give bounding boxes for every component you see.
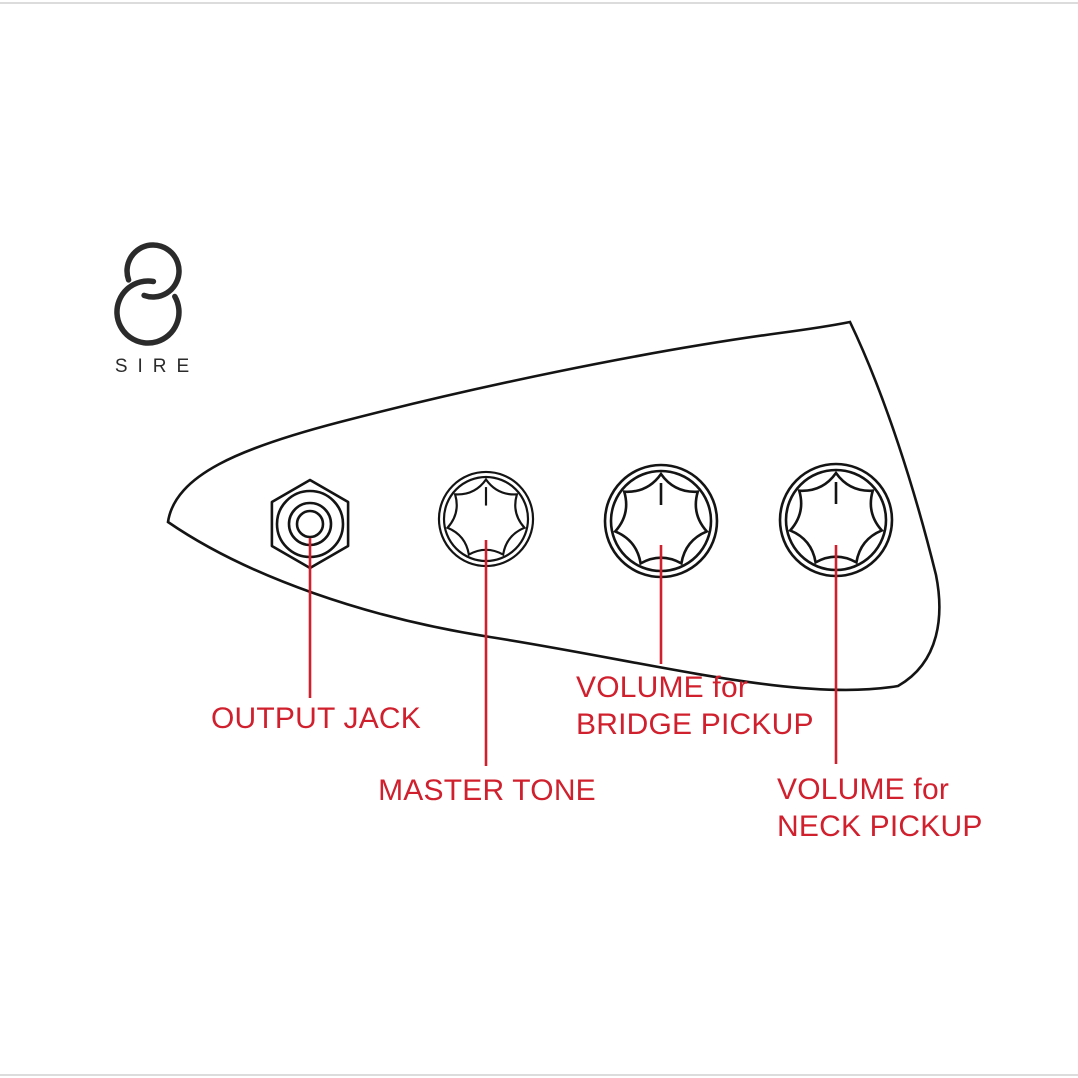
label-bridge-volume-line1: VOLUME for [576,671,748,704]
leader-lines [308,538,838,766]
diagram-linework [166,320,941,692]
sire-logo-mark [114,242,182,346]
control-plate-outline [166,320,941,692]
label-master-tone: MASTER TONE [378,774,596,807]
logo-top-loop [124,242,182,300]
label-output-jack: OUTPUT JACK [211,702,421,735]
label-bridge-volume-line2: BRIDGE PICKUP [576,708,814,741]
sire-logo: SIRE [114,242,199,377]
logo-bottom-loop [114,278,182,346]
label-neck-volume-line1: VOLUME for [777,773,949,806]
callout-labels: OUTPUT JACK MASTER TONE VOLUME for BRIDG… [211,671,983,843]
logo-text: SIRE [115,356,199,377]
label-neck-volume-line2: NECK PICKUP [777,810,983,843]
